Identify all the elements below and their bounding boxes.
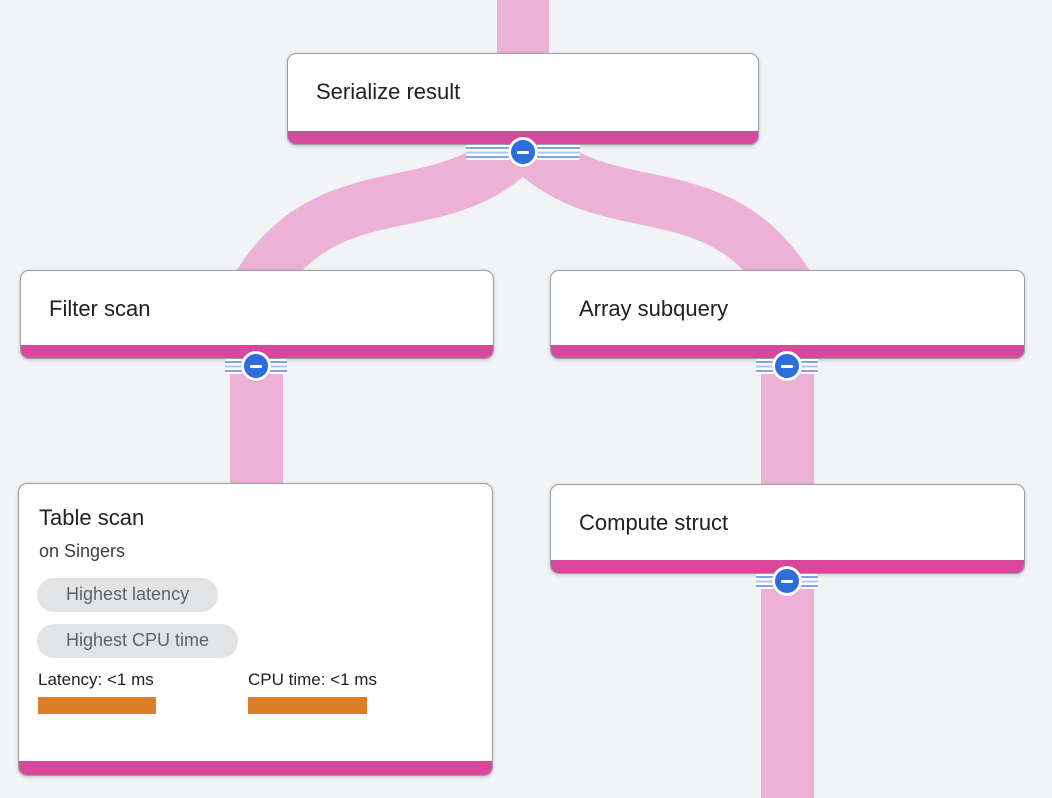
minus-icon — [781, 364, 793, 368]
collapse-circle-icon — [508, 137, 538, 167]
node-subtitle: on Singers — [39, 540, 126, 561]
stripe-flank-icon — [269, 358, 287, 374]
stripe-flank-icon — [536, 144, 580, 160]
flow-parent-to-serialize — [497, 0, 549, 58]
node-accent-bar — [19, 761, 492, 775]
node-table-scan[interactable]: Table scan on Singers Highest latency Hi… — [18, 483, 493, 776]
metrics-row: Latency: <1 ms CPU time: <1 ms — [38, 669, 492, 715]
latency-label: Latency: <1 ms — [38, 669, 154, 689]
collapse-button-serialize[interactable] — [466, 137, 580, 167]
node-title: Compute struct — [579, 510, 729, 535]
stripe-flank-icon — [466, 144, 510, 160]
flow-serialize-to-filter — [235, 128, 535, 300]
collapse-button-array[interactable] — [756, 351, 818, 381]
collapse-circle-icon — [241, 351, 271, 381]
badge-highest-cpu-time: Highest CPU time — [37, 623, 239, 658]
stripe-flank-icon — [756, 573, 774, 589]
node-compute-struct[interactable]: Compute struct — [550, 484, 1025, 574]
node-title: Filter scan — [49, 296, 151, 321]
minus-icon — [517, 150, 529, 154]
latency-metric: Latency: <1 ms — [38, 669, 248, 715]
badge-highest-latency: Highest latency — [37, 577, 219, 612]
stripe-flank-icon — [800, 358, 818, 374]
node-title: Array subquery — [579, 296, 729, 321]
flow-serialize-to-array — [511, 128, 811, 300]
node-title: Serialize result — [316, 79, 461, 104]
node-serialize-result[interactable]: Serialize result — [287, 53, 759, 145]
collapse-button-filter[interactable] — [225, 351, 287, 381]
cpu-time-label: CPU time: <1 ms — [248, 669, 377, 689]
flow-compute-to-child — [761, 564, 814, 798]
latency-bar — [38, 697, 156, 715]
node-filter-scan[interactable]: Filter scan — [20, 270, 494, 359]
minus-icon — [250, 364, 262, 368]
stripe-flank-icon — [225, 358, 243, 374]
node-title: Table scan — [39, 505, 145, 530]
stripe-flank-icon — [800, 573, 818, 589]
collapse-circle-icon — [772, 351, 802, 381]
collapse-button-compute[interactable] — [756, 566, 818, 596]
cpu-time-bar — [248, 697, 367, 715]
minus-icon — [781, 579, 793, 583]
cpu-time-metric: CPU time: <1 ms — [248, 669, 458, 715]
collapse-circle-icon — [772, 566, 802, 596]
node-array-subquery[interactable]: Array subquery — [550, 270, 1025, 359]
stripe-flank-icon — [756, 358, 774, 374]
